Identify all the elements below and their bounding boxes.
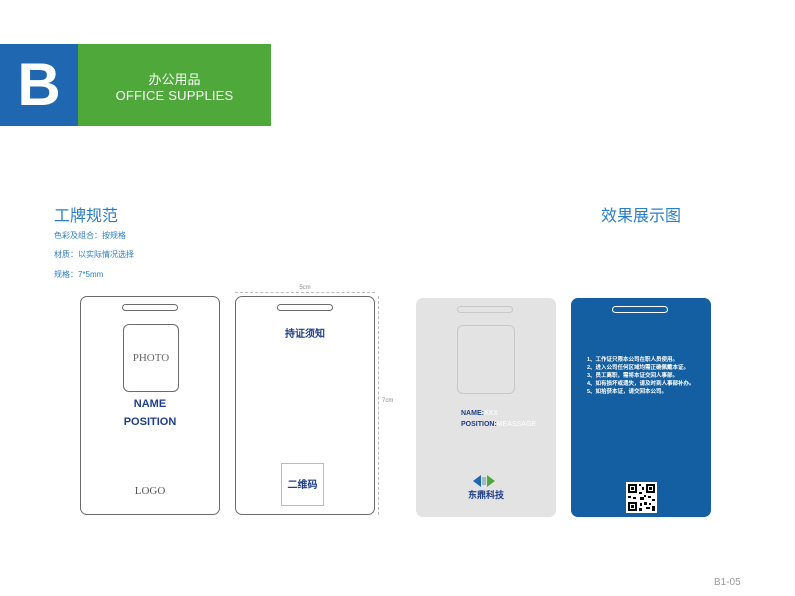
qr-code-icon — [626, 482, 657, 513]
spec-section-title: 工牌规范 — [54, 208, 119, 225]
section-title-cn: 办公用品 — [148, 72, 201, 87]
spec-color-line: 色彩及组合：按规格 — [54, 231, 126, 240]
page-number: B1-05 — [714, 577, 741, 588]
section-title-en: OFFICE SUPPLIES — [115, 88, 234, 103]
width-dimension-label: 5cm — [299, 285, 311, 291]
photo-area — [457, 325, 515, 394]
lanyard-slot — [277, 304, 333, 311]
height-dimension-line — [378, 296, 379, 515]
position-value: MEASSAGE — [496, 421, 537, 428]
spec-material-line: 材质：以实际情况选择 — [54, 250, 134, 259]
section-header-banner: 办公用品 OFFICE SUPPLIES — [78, 44, 271, 126]
height-dimension-label: 7cm — [382, 398, 394, 404]
preview-section-title: 效果展示图 — [601, 208, 682, 225]
width-dimension-line — [235, 292, 375, 293]
rule-item: 1、工作证只限本公司在职人员使用。 — [587, 357, 679, 363]
rule-item: 4、如有损坏或遗失，请及时到人事部补办。 — [587, 381, 695, 387]
rule-item: 3、员工离职，需将本证交回人事部。 — [587, 373, 679, 379]
lanyard-slot — [457, 306, 513, 313]
logo-placeholder: LOGO — [134, 485, 166, 497]
company-logo-icon — [473, 475, 495, 487]
name-placeholder: NAME — [133, 398, 167, 410]
name-label: NAME: — [461, 410, 484, 417]
lanyard-slot — [612, 306, 668, 313]
badge-front-preview: NAME:XXX POSITION:MEASSAGE 东鼎科技 — [416, 298, 556, 517]
badge-front-template — [80, 296, 220, 515]
qr-code-placeholder: 二维码 — [281, 463, 324, 506]
badge-rules-list: 1、工作证只限本公司在职人员使用。 2、进入公司任何区域均需正确佩戴本证。 3、… — [587, 356, 695, 396]
position-placeholder: POSITION — [123, 416, 177, 428]
position-label: POSITION: — [461, 421, 497, 428]
photo-placeholder: PHOTO — [123, 324, 179, 392]
rule-item: 5、如拾获本证，请交回本公司。 — [587, 389, 668, 395]
company-name: 东鼎科技 — [467, 490, 504, 500]
name-value: XXX — [483, 410, 498, 417]
spec-size-line: 规格：7*5mm — [54, 270, 104, 279]
badge-back-preview: 1、工作证只限本公司在职人员使用。 2、进入公司任何区域均需正确佩戴本证。 3、… — [571, 298, 711, 517]
position-row: POSITION:MEASSAGE — [461, 413, 536, 431]
name-row: NAME:XXX — [461, 402, 498, 420]
badge-notice-title: 持证须知 — [285, 329, 325, 340]
rule-item: 2、进入公司任何区域均需正确佩戴本证。 — [587, 365, 690, 371]
section-letter-badge: B — [0, 44, 78, 126]
lanyard-slot — [122, 304, 178, 311]
